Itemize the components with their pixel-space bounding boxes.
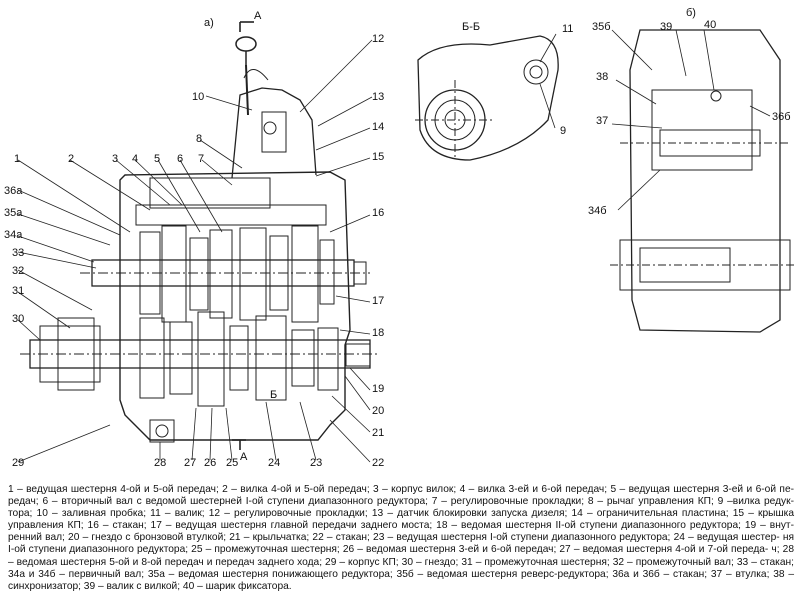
- callout: 36а: [4, 185, 23, 197]
- callout: 1: [14, 153, 20, 165]
- callout: 17: [372, 295, 384, 307]
- caption-line: редач; 6 – вторичный вал с ведомой шесте…: [8, 496, 794, 508]
- caption-line: ня I-ой ступени диапазонного редуктора; …: [8, 532, 794, 556]
- section-a-top-label: А: [254, 10, 262, 22]
- main-gearbox-view: [20, 21, 380, 450]
- callout: 24: [268, 457, 280, 469]
- caption-line: ч; 28 – ведомая шестерня 5-ой и 8-ой пер…: [8, 544, 794, 568]
- callout: 34б: [588, 205, 607, 217]
- view-b: [610, 29, 795, 333]
- caption-line: управления КП; 16 – стакан; 17 – ведущая…: [8, 520, 794, 532]
- callout: 12: [372, 33, 384, 45]
- caption-line: 1 – ведущая шестерня 4-ой и 5-ой передач…: [8, 484, 794, 495]
- callout: 21: [372, 427, 384, 439]
- callout: 35б: [592, 21, 611, 33]
- section-bb-label: Б-Б: [462, 21, 480, 33]
- callout: 5: [154, 153, 160, 165]
- callout: 40: [704, 19, 716, 31]
- callout: 35а: [4, 207, 23, 219]
- callout: 2: [68, 153, 74, 165]
- gearbox-drawing: а) А А Б Б-Б б) 1 2 3 4 5 6 7 8 10 12 13…: [4, 7, 795, 469]
- callout: 38: [596, 71, 608, 83]
- callout: 4: [132, 153, 138, 165]
- callout: 19: [372, 383, 384, 395]
- callout: 27: [184, 457, 196, 469]
- callout: 22: [372, 457, 384, 469]
- callout: 37: [596, 115, 608, 127]
- callout: 28: [154, 457, 166, 469]
- callout: 34а: [4, 229, 23, 241]
- callout: 3: [112, 153, 118, 165]
- callout: 32: [12, 265, 24, 277]
- leader-lines: [17, 39, 373, 463]
- section-b-label: Б: [270, 389, 277, 401]
- callout: 14: [372, 121, 384, 133]
- callout: 13: [372, 91, 384, 103]
- view-labels: а) А А Б Б-Б б): [204, 7, 696, 463]
- callout: 6: [177, 153, 183, 165]
- view-label-b: б): [686, 7, 696, 19]
- callout: 33: [12, 247, 24, 259]
- callout: 30: [12, 313, 24, 325]
- caption-line: тора; 10 – заливная пробка; 11 – валик; …: [8, 508, 794, 520]
- callout: 25: [226, 457, 238, 469]
- figure-caption: 1 – ведущая шестерня 4-ой и 5-ой передач…: [8, 484, 794, 593]
- callout: 23: [310, 457, 322, 469]
- callout-labels: 1 2 3 4 5 6 7 8 10 12 13 14 15 16 17 18 …: [4, 19, 791, 469]
- callout: 20: [372, 405, 384, 417]
- section-bb-view: [415, 33, 559, 161]
- section-a-bottom-label: А: [240, 451, 248, 463]
- view-label-a: а): [204, 17, 214, 29]
- callout: 26: [204, 457, 216, 469]
- callout: 9: [560, 125, 566, 137]
- caption-line: втулка; 38 – синхронизатор; 39 – валик с…: [8, 568, 794, 592]
- callout: 10: [192, 91, 204, 103]
- callout: 29: [12, 457, 24, 469]
- callout: 11: [562, 23, 573, 35]
- callout: 7: [198, 153, 204, 165]
- callout: 31: [12, 285, 24, 297]
- callout: 39: [660, 21, 672, 33]
- callout: 18: [372, 327, 384, 339]
- callout: 16: [372, 207, 384, 219]
- caption-line: 33 – стакан; 34а и 34б – первичный вал; …: [8, 556, 794, 580]
- caption-line: ренний вал; 20 – гнездо с бронзовой втул…: [8, 532, 780, 544]
- callout: 8: [196, 133, 202, 145]
- callout: 36б: [772, 111, 791, 123]
- callout: 15: [372, 151, 384, 163]
